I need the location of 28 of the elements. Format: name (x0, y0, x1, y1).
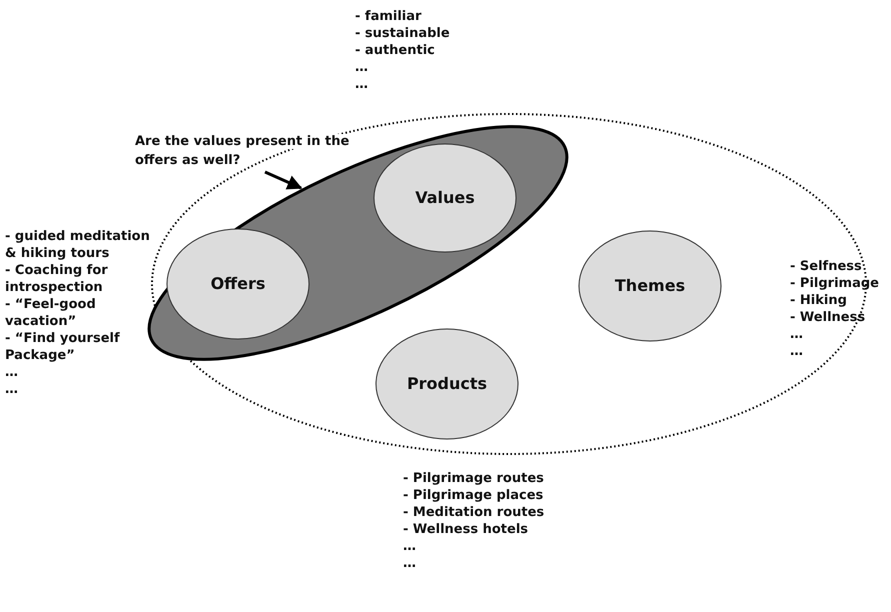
list-item: - familiar (355, 8, 422, 25)
list-item: - Pilgrimage routes (403, 470, 545, 487)
list-item: - Meditation routes (403, 504, 546, 521)
list-item: - Selfness (790, 258, 863, 275)
list-item: - authentic (355, 42, 436, 59)
list-item: - guided meditation & hiking tours (5, 228, 151, 262)
list-item: - Pilgrimage (790, 275, 880, 292)
list-item: - Pilgrimage places (403, 487, 544, 504)
list-item: - Wellness hotels (403, 521, 530, 538)
list-item: - “Feel-good vacation” (5, 296, 97, 330)
arrow (264, 170, 302, 190)
node-label: Offers (210, 274, 266, 293)
list-item: … (355, 59, 369, 76)
list-item: - Hiking (790, 292, 848, 309)
list-item: … (403, 555, 417, 572)
list-item: … (5, 381, 19, 398)
list-item: … (790, 343, 804, 360)
node-label: Products (406, 374, 488, 393)
list-item: … (790, 326, 804, 343)
list-item: - sustainable (355, 25, 451, 42)
list-item: - “Find yourself Package” (5, 330, 121, 364)
node-label: Values (414, 188, 476, 207)
list-item: - Wellness (790, 309, 866, 326)
list-item: … (403, 538, 417, 555)
list-item: - Coaching for introspection (5, 262, 109, 296)
list-item: … (5, 364, 19, 381)
list-item: … (355, 76, 369, 93)
node-label: Themes (614, 276, 686, 295)
